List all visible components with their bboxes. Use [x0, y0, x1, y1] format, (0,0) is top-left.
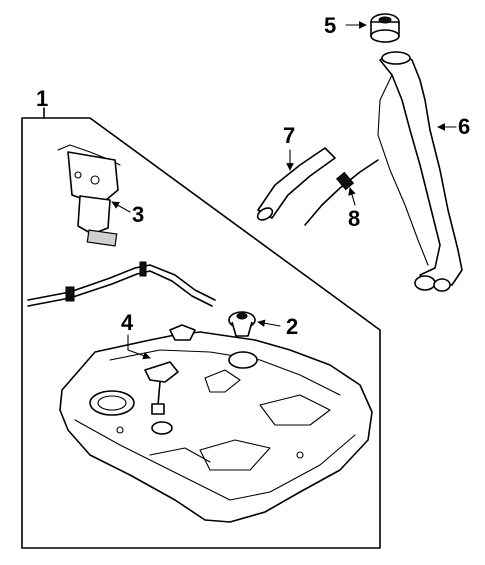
callout-7: 7 [283, 123, 295, 148]
callout-1: 1 [36, 86, 48, 111]
assembly-frame [21, 107, 381, 549]
fuel-pipe [27, 261, 216, 307]
callout-6: 6 [458, 114, 470, 139]
fuel-sender-unit [144, 361, 179, 415]
fuel-tank [59, 324, 373, 523]
callout-3: 3 [132, 202, 144, 227]
check-valve [228, 311, 256, 337]
vent-hose [304, 159, 379, 226]
callout-2: 2 [286, 314, 298, 339]
callout-8: 8 [348, 206, 360, 231]
fuel-pump-module [57, 144, 121, 247]
filler-neck [377, 51, 463, 292]
filler-hose [256, 147, 336, 221]
callout-4: 4 [121, 310, 134, 335]
leader-lines [111, 21, 457, 360]
callout-5: 5 [324, 13, 336, 38]
filler-cap [370, 13, 400, 43]
